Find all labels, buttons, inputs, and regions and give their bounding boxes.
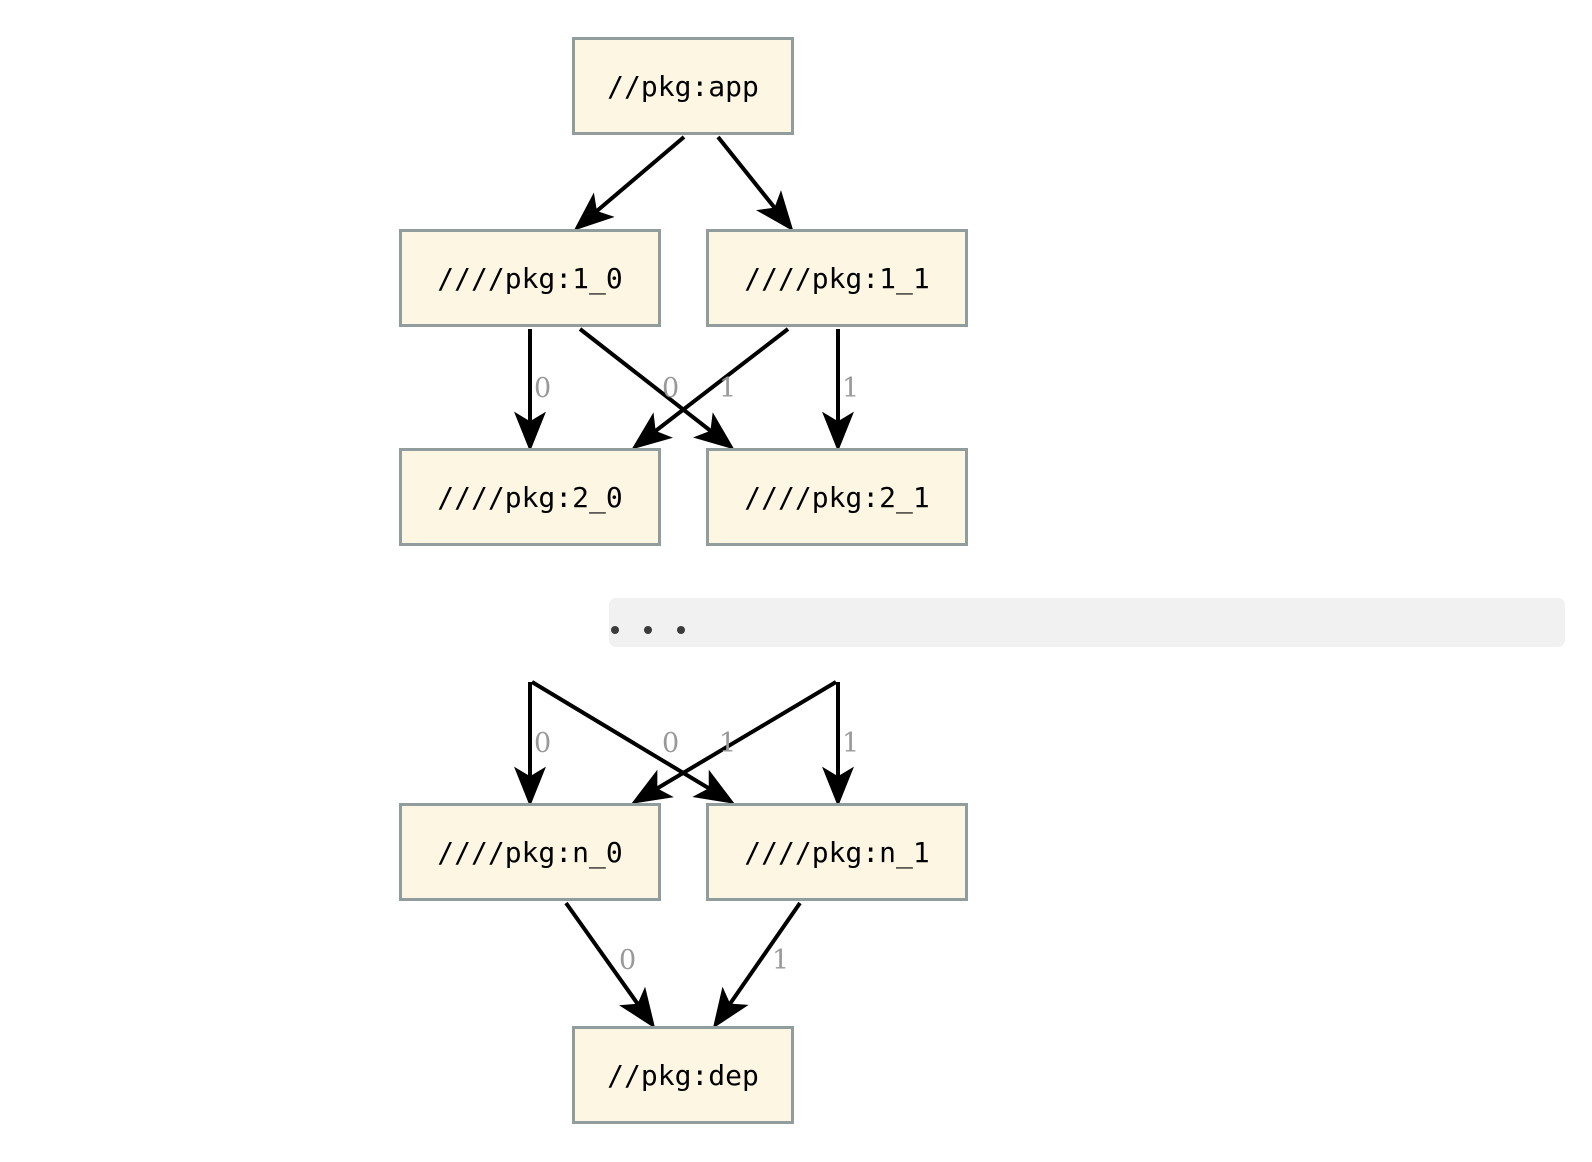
e-n_1-dep-label: 1 (772, 945, 790, 976)
e-x-n_1a-label: 0 (662, 728, 680, 759)
node-n1_1[interactable]: ////pkg:1_1 (706, 229, 968, 327)
edge-layer (514, 135, 854, 1029)
e-y-n_0-label: 1 (719, 728, 737, 759)
node-dep[interactable]: //pkg:dep (572, 1026, 794, 1124)
e-1_0-2_0-label: 0 (534, 373, 552, 404)
e-1_1-2_0 (631, 327, 790, 450)
e-app-1_1 (716, 135, 794, 232)
node-label: ////pkg:2_0 (437, 480, 623, 514)
e-n_1-dep (712, 901, 802, 1029)
e-1_0-2_1-label: 0 (662, 373, 680, 404)
e-y-n_1-label: 1 (842, 728, 860, 759)
e-x-n_0-label: 0 (534, 728, 552, 759)
e-1_1-2_0-label: 1 (719, 373, 737, 404)
ellipsis-dot (644, 626, 652, 634)
node-nn_0[interactable]: ////pkg:n_0 (399, 803, 661, 901)
node-n2_1[interactable]: ////pkg:2_1 (706, 448, 968, 546)
e-n_0-dep (564, 901, 656, 1029)
node-nn_1[interactable]: ////pkg:n_1 (706, 803, 968, 901)
ellipsis-dots (611, 626, 685, 634)
ellipsis-separator-band (609, 598, 1565, 647)
node-app[interactable]: //pkg:app (572, 37, 794, 135)
ellipsis-dot (611, 626, 619, 634)
node-n1_0[interactable]: ////pkg:1_0 (399, 229, 661, 327)
e-1_0-2_1 (578, 327, 735, 450)
node-label: ////pkg:2_1 (744, 480, 930, 514)
node-label: //pkg:app (607, 69, 759, 103)
e-1_1-2_1-label: 1 (842, 373, 860, 404)
node-label: ////pkg:n_1 (744, 835, 930, 869)
node-label: ////pkg:1_0 (437, 261, 623, 295)
node-label: //pkg:dep (607, 1058, 759, 1092)
e-x-n_1a (530, 680, 735, 804)
e-y-n_0 (631, 680, 838, 804)
ellipsis-dot (677, 626, 685, 634)
node-label: ////pkg:1_1 (744, 261, 930, 295)
node-n2_0[interactable]: ////pkg:2_0 (399, 448, 661, 546)
e-n_0-dep-label: 0 (619, 945, 637, 976)
node-label: ////pkg:n_0 (437, 835, 623, 869)
e-app-1_0 (573, 135, 686, 231)
